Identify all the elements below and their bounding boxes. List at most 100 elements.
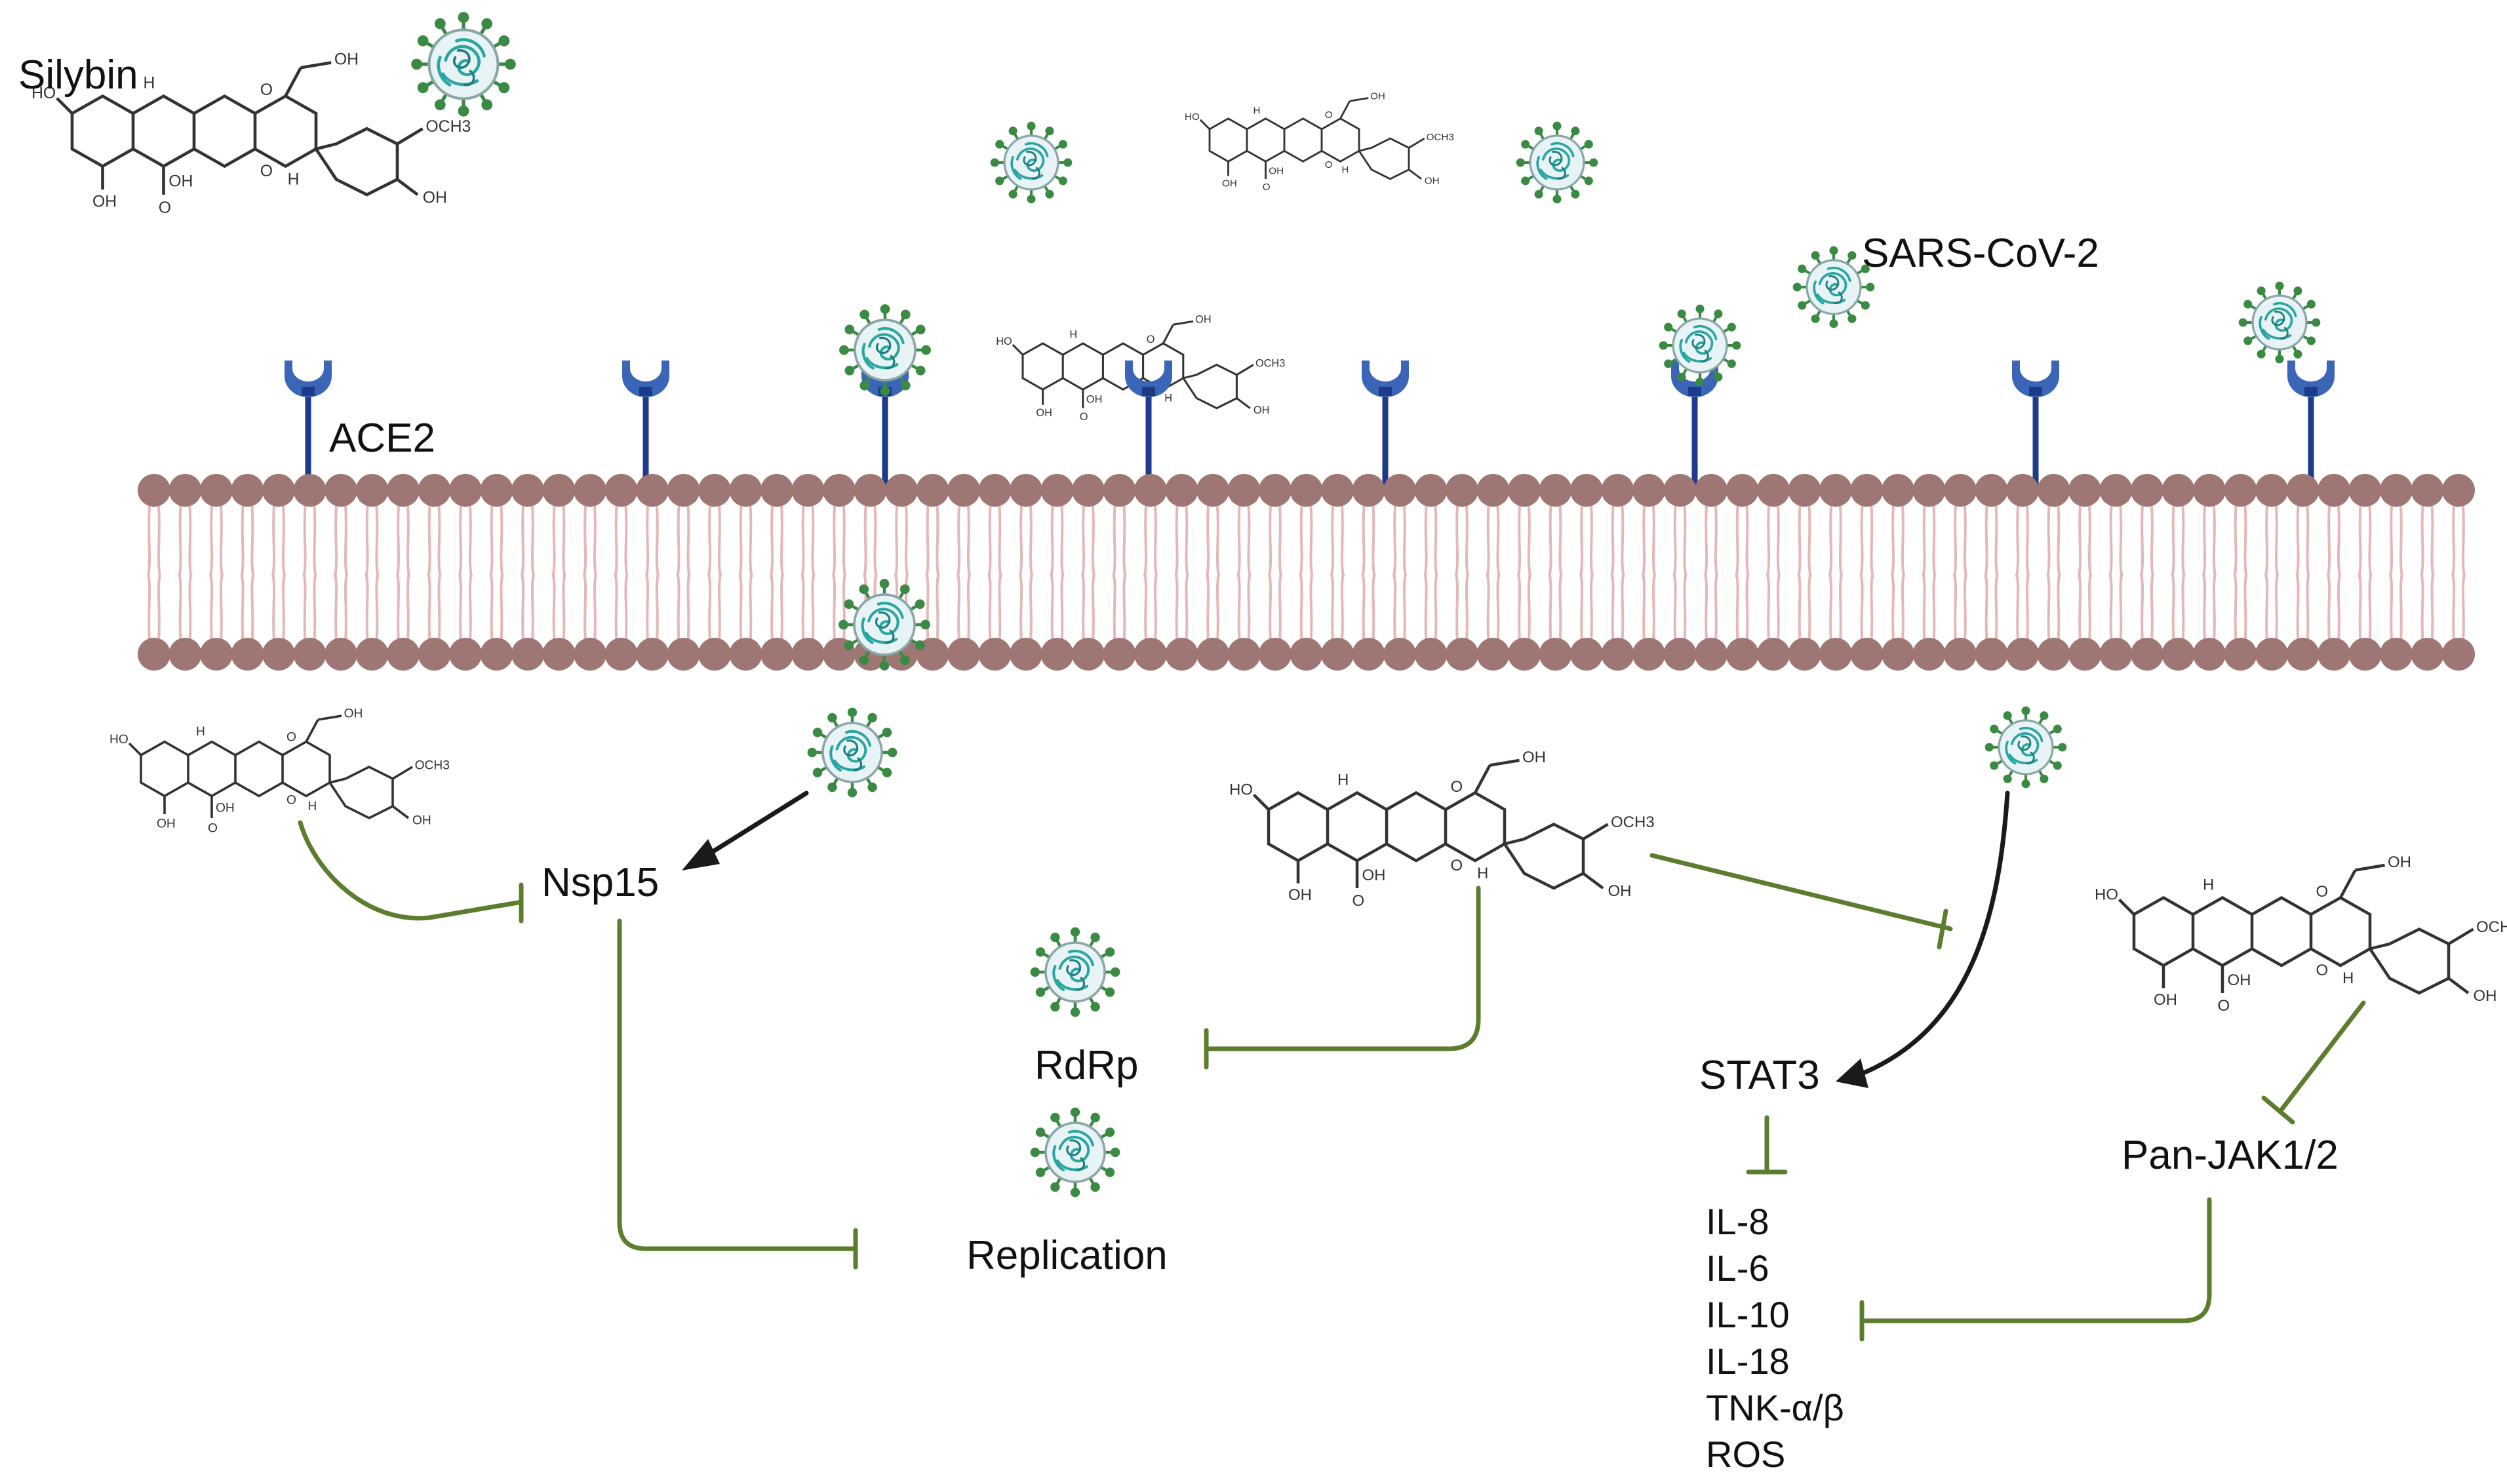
sars-cov-2-virus <box>991 122 1073 204</box>
label-rdrp: RdRp <box>1035 1043 1139 1088</box>
arrowhead-stat3 <box>1836 1059 1868 1088</box>
molecule-atom-label: O <box>1352 892 1365 910</box>
molecule-atom-label: O <box>1325 109 1333 121</box>
molecule-atom-label: OCH3 <box>415 759 450 773</box>
lipid-tails <box>2358 505 2373 642</box>
lipid-tails <box>147 505 161 642</box>
lipid-tails <box>2078 505 2092 642</box>
molecule-atom-label: OH <box>2474 987 2497 1005</box>
lipid-tails <box>2202 505 2217 642</box>
lipid-tails <box>1953 505 1967 642</box>
cytokine-item: IL-8 <box>1706 1201 1769 1242</box>
lipid-head <box>511 474 544 507</box>
lipid-head <box>885 474 918 507</box>
molecule-atom-label: OH <box>1036 407 1052 419</box>
lipid-head <box>1663 474 1697 507</box>
jak-cytokines-inhibition <box>1863 1197 2212 1323</box>
lipid-tails <box>676 505 691 642</box>
lipid-head <box>387 474 420 507</box>
lipid-head <box>574 638 606 671</box>
molecule-atom-label: OH <box>1370 90 1385 102</box>
lipid-head <box>2318 638 2350 671</box>
molecule-atom-label: OH <box>2154 991 2177 1009</box>
molecule-atom-label: H <box>1069 329 1077 341</box>
lipid-head <box>1321 638 1354 671</box>
molecule-atom-label: H <box>1254 105 1261 116</box>
lipid-head <box>2224 474 2257 507</box>
lipid-tails <box>2140 505 2154 642</box>
lipid-head <box>511 638 544 671</box>
sars-cov-2-virus <box>1516 122 1598 204</box>
lipid-tails <box>738 505 753 642</box>
lipid-head <box>2442 474 2475 507</box>
arrowhead-nsp15 <box>682 839 720 870</box>
lipid-head <box>1476 474 1510 507</box>
silybin-molecule <box>1012 320 1255 410</box>
silybin-stat3-inhibition <box>1649 853 1953 931</box>
ace2-receptor <box>622 361 669 485</box>
molecule-atom-label: OH <box>1288 886 1312 904</box>
lipid-head <box>1165 474 1198 507</box>
molecule-atom-label: OH <box>344 707 363 720</box>
lipid-head <box>1227 638 1261 671</box>
lipid-head <box>1414 474 1448 507</box>
lipid-head <box>1757 638 1790 671</box>
lipid-head <box>1165 638 1198 671</box>
lipid-head <box>1446 638 1478 671</box>
lipid-tails <box>1859 505 1874 642</box>
lipid-head <box>1134 638 1167 671</box>
lipid-head <box>978 638 1012 671</box>
lipid-head <box>325 474 357 507</box>
lipid-tails <box>1828 505 1843 642</box>
lipid-tails <box>832 505 846 642</box>
molecule-atom-label: O <box>2316 962 2329 979</box>
lipid-head <box>1882 638 1914 671</box>
lipid-tails <box>583 505 597 642</box>
molecule-atom-label: OH <box>334 51 359 69</box>
molecule-atom-label: OCH3 <box>1255 358 1285 370</box>
sars-cov-2-virus <box>2239 282 2321 364</box>
lipid-head <box>1103 638 1136 671</box>
lipid-head <box>2193 474 2226 507</box>
lipid-tails <box>645 505 660 642</box>
lipid-head <box>1601 474 1634 507</box>
lipid-tails <box>1392 505 1407 642</box>
lipid-head <box>854 474 887 507</box>
molecule-atom-label: H <box>196 725 205 739</box>
cytokine-item: IL-18 <box>1706 1340 1790 1382</box>
ace2-receptor <box>285 361 332 485</box>
molecule-atom-label: O <box>260 163 273 180</box>
lipid-head <box>138 638 170 671</box>
silybin-molecule <box>1199 97 1426 180</box>
lipid-head <box>200 638 233 671</box>
lipid-head <box>1912 474 1946 507</box>
lipid-tails <box>365 505 380 642</box>
lipid-head <box>293 638 326 671</box>
molecule-atom-label: OH <box>1269 165 1284 176</box>
molecule-atom-label: OH <box>216 801 235 815</box>
lipid-tails <box>1548 505 1563 642</box>
lipid-head <box>2006 638 2039 671</box>
lipid-tails <box>707 505 722 642</box>
lipid-tails <box>1704 505 1718 642</box>
lipid-head <box>542 638 576 671</box>
lipid-head <box>2037 474 2070 507</box>
virus-nsp15-activation <box>699 791 809 861</box>
lipid-tails <box>1081 505 1096 642</box>
lipid-head <box>1476 638 1510 671</box>
lipid-head <box>2099 474 2133 507</box>
lipid-head <box>1570 474 1603 507</box>
cell-membrane <box>138 474 2475 671</box>
lipid-head <box>729 638 762 671</box>
lipid-head <box>2099 638 2133 671</box>
lipid-head <box>2068 474 2101 507</box>
lipid-head <box>636 638 669 671</box>
lipid-tails <box>302 505 317 642</box>
lipid-tails <box>1579 505 1594 642</box>
lipid-tails <box>334 505 348 642</box>
lipid-tails <box>2389 505 2403 642</box>
cytokine-item: TNK-α/β <box>1706 1387 1844 1428</box>
lipid-head <box>1601 638 1634 671</box>
